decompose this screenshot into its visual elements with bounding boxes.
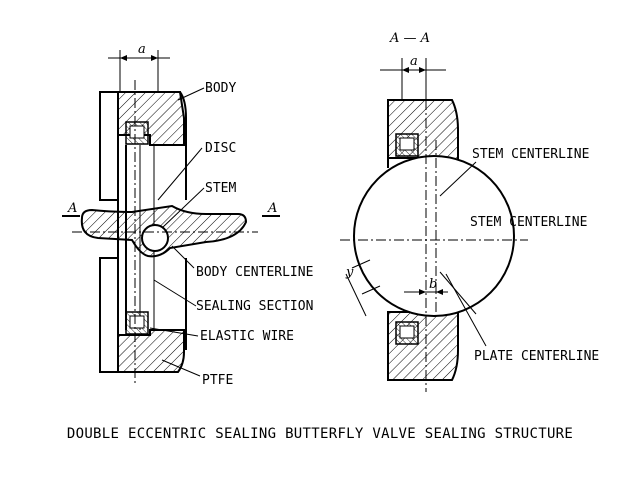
label-stem: STEM	[205, 181, 236, 196]
left-dimension-a: a	[108, 42, 170, 92]
svg-text:A: A	[67, 201, 77, 216]
disc-cross-section	[80, 204, 248, 258]
stem-circle	[141, 224, 169, 252]
diagram-caption: DOUBLE ECCENTRIC SEALING BUTTERFLY VALVE…	[67, 426, 573, 442]
label-body-centerline: BODY CENTERLINE	[196, 265, 313, 280]
section-title-aa: A — A	[389, 31, 430, 46]
left-dim-a-label: a	[138, 42, 146, 57]
section-mark-left: A	[62, 201, 80, 217]
svg-text:A: A	[267, 201, 277, 216]
body-upper-section	[99, 91, 187, 201]
label-sealing-section: SEALING SECTION	[196, 299, 313, 314]
disc-circle	[353, 155, 515, 317]
svg-text:b: b	[429, 277, 437, 292]
left-view: a	[62, 42, 313, 388]
label-ptfe: PTFE	[202, 373, 233, 388]
label-stem-centerline-upper: STEM CENTERLINE	[472, 147, 589, 162]
section-mark-right: A	[262, 201, 280, 217]
right-dimension-y: y	[345, 259, 381, 317]
svg-text:y: y	[345, 265, 354, 280]
right-dimension-b: b	[404, 277, 448, 295]
svg-text:a: a	[410, 54, 418, 69]
label-body: BODY	[205, 81, 236, 96]
right-view: A — A a b	[340, 31, 599, 392]
label-plate-centerline: PLATE CENTERLINE	[474, 349, 599, 364]
label-disc: DISC	[205, 141, 236, 156]
body-lower-section	[99, 257, 187, 373]
label-stem-centerline-lower: STEM CENTERLINE	[470, 215, 587, 230]
right-dimension-a: a	[380, 54, 446, 100]
label-elastic-wire: ELASTIC WIRE	[200, 329, 294, 344]
